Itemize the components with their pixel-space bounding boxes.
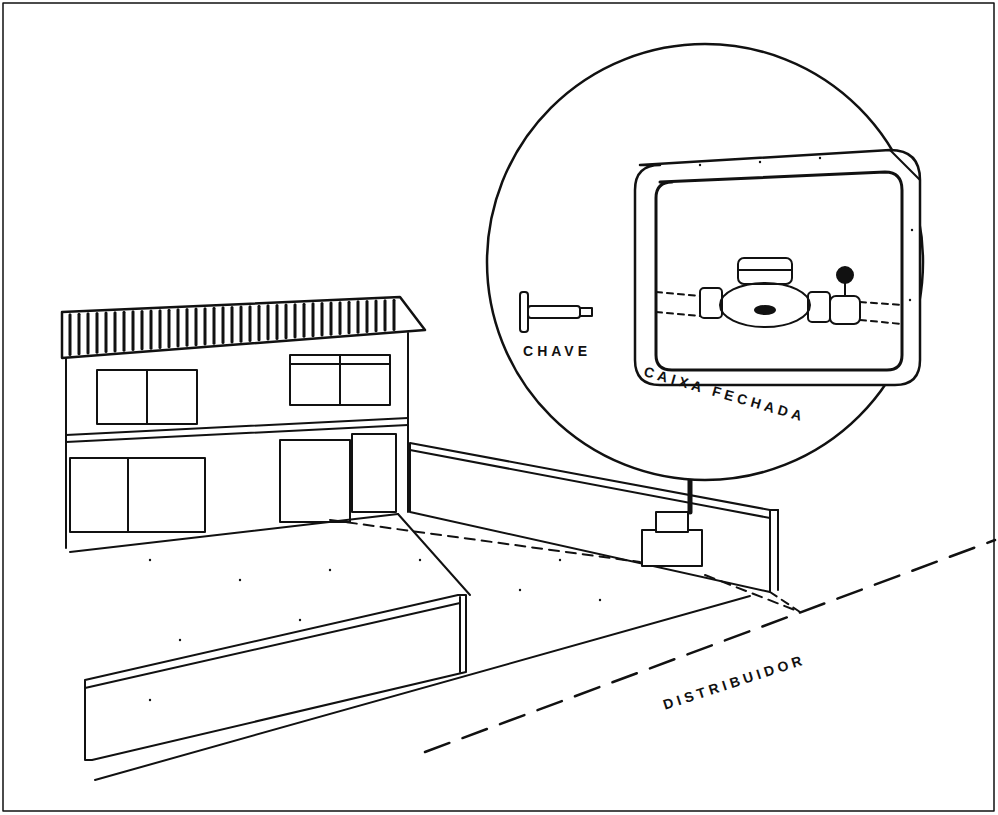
distributor-label: DISTRIBUIDOR	[659, 651, 812, 715]
key-label: CHAVE	[520, 343, 594, 360]
